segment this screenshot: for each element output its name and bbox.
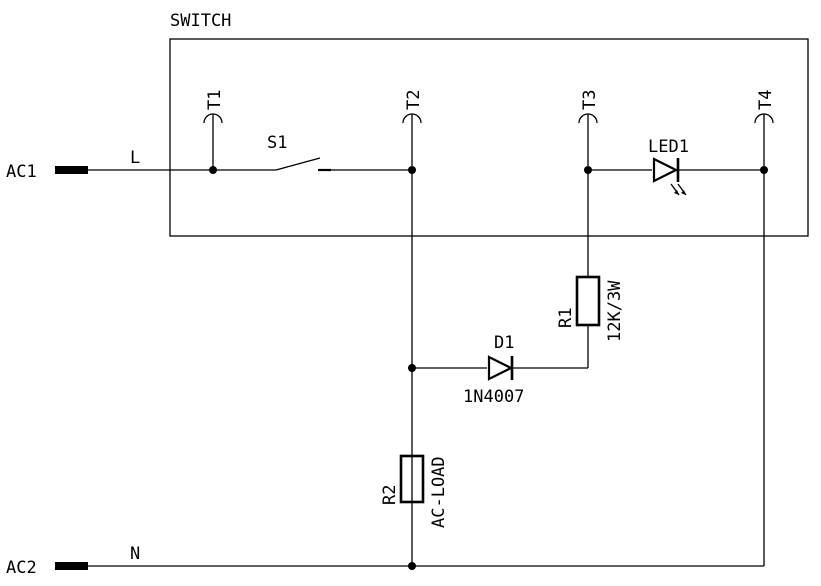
terminal-t1: T1: [203, 90, 225, 170]
junction-dot: [760, 166, 768, 174]
d1-value-label: 1N4007: [463, 387, 524, 407]
led1-symbol: [652, 157, 687, 196]
ac2-label: AC2: [6, 558, 37, 578]
line-label: L: [130, 148, 140, 168]
ac2-connector: [55, 562, 88, 570]
r1-value-label: 12K/3W: [605, 280, 625, 342]
junction-dot: [209, 166, 217, 174]
switch-enclosure: [169, 38, 809, 237]
junction-dot: [584, 166, 592, 174]
r2-value-label: AC-LOAD: [429, 456, 449, 528]
terminal-t1-label: T1: [205, 90, 225, 110]
r2-ref-label: R2: [380, 485, 400, 505]
junction-dot: [408, 562, 416, 570]
d1-ref-label: D1: [494, 333, 514, 353]
terminal-t2: T2: [402, 90, 424, 170]
terminal-t4: T4: [754, 90, 776, 170]
neutral-label: N: [130, 544, 140, 564]
junction-dot: [408, 364, 416, 372]
diode-d1: [487, 355, 514, 381]
r1-ref-label: R1: [556, 308, 576, 328]
ac1-label: AC1: [6, 162, 37, 182]
ac1-connector: [55, 166, 88, 174]
terminal-t3-label: T3: [580, 90, 600, 110]
switch-s1-blade: [275, 157, 321, 171]
terminal-t4-label: T4: [756, 90, 776, 110]
enclosure-label: SWITCH: [170, 11, 231, 31]
junction-dot: [408, 166, 416, 174]
resistor-r1: [575, 275, 601, 327]
resistor-r2: [399, 454, 425, 504]
terminal-t3: T3: [578, 90, 600, 170]
switch-s1-label: S1: [267, 133, 287, 153]
terminal-t2-label: T2: [404, 90, 424, 110]
led1-label: LED1: [648, 137, 689, 157]
